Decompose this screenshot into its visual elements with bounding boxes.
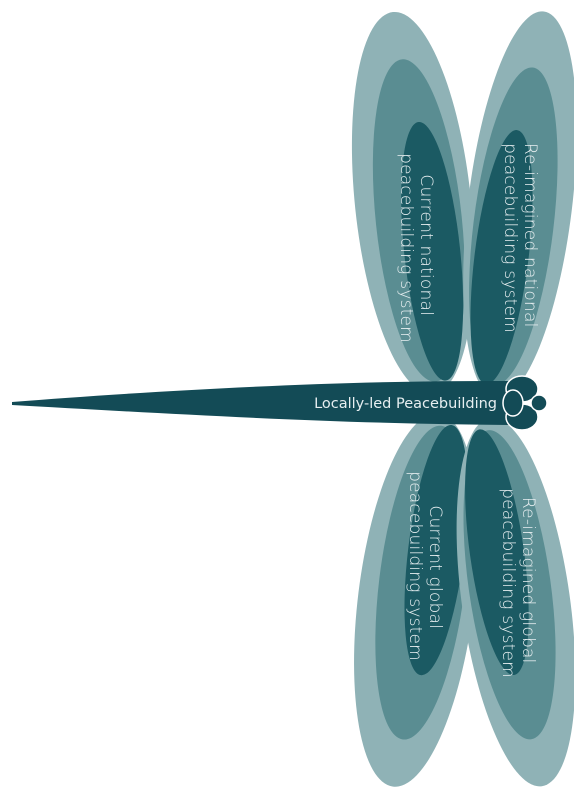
wing-upper-right-line1: Re-imagined national [520,143,540,328]
wing-lower-left-inner [404,424,468,676]
wing-lower-right-line1: Re-imagined global [518,497,538,664]
dragonfly-body [12,380,510,425]
wing-lower-right [456,417,574,787]
body-label: Locally-led Peacebuilding [314,396,497,412]
svg-text:Re-imagined national p: Re-imagined national peacebuilding syste… [500,143,540,333]
wing-lower-right-inner [465,429,529,676]
wing-lower-left-line2: peacebuilding system [405,471,425,661]
wing-upper-left-line1: Current national [416,174,436,316]
wing-upper-left-line2: peacebuilding system [396,153,416,343]
wing-lower-left-line1: Current global [425,505,445,629]
wing-upper-right-inner [470,130,533,385]
wing-upper-right-line2: peacebuilding system [500,143,520,333]
wing-upper-left-label: Current national peacebuilding system [396,153,436,343]
svg-text:Re-imagined global pea: Re-imagined global peacebuilding system [498,488,538,678]
wing-upper-left [351,11,475,395]
svg-text:Current national peace: Current national peacebuilding system [396,153,436,343]
dragonfly-head [502,375,548,431]
wing-lower-left [354,413,478,787]
wing-upper-left-inner [401,121,464,381]
head-tip [530,394,548,412]
wing-lower-left-label: Current global peacebuilding system [405,471,445,661]
wing-lower-right-line2: peacebuilding system [498,488,518,678]
wing-upper-right [463,11,574,399]
svg-text:Current global peacebu: Current global peacebuilding system [405,471,445,661]
wing-upper-right-label: Re-imagined national peacebuilding syste… [500,143,540,333]
wing-lower-right-label: Re-imagined global peacebuilding system [498,488,538,678]
head-center [502,389,524,417]
